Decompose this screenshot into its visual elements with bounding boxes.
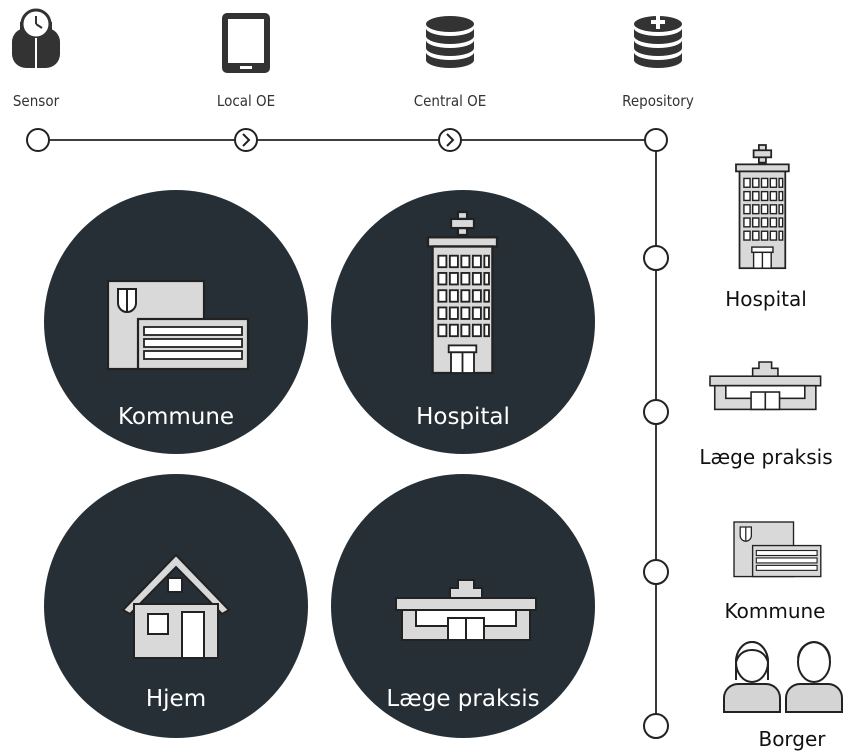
distribution-node-hospital — [643, 245, 669, 271]
pipeline-step-repository-label: Repository — [622, 92, 694, 110]
recipient-laege-praksis: Læge praksis — [699, 361, 833, 469]
pipeline-node-local-oe — [234, 128, 258, 152]
recipient-borger-label: Borger — [758, 727, 826, 751]
clinic-icon — [709, 361, 822, 411]
setting-hjem-label: Hjem — [146, 686, 206, 712]
setting-laege-praksis: Læge praksis — [331, 474, 595, 738]
tablet-icon — [222, 13, 270, 73]
citizens-icon — [723, 640, 843, 713]
setting-hjem: Hjem — [44, 474, 308, 738]
database-icon — [426, 16, 474, 68]
recipient-borger: Borger — [723, 640, 843, 751]
pipeline-node-sensor — [26, 128, 50, 152]
pipeline-step-local-oe-label: Local OE — [217, 92, 275, 110]
house-icon — [121, 553, 231, 659]
recipient-kommune: Kommune — [725, 521, 826, 623]
hospital-icon — [735, 144, 790, 270]
pipeline-node-central-oe — [438, 128, 462, 152]
distribution-node-laege-praksis — [643, 399, 669, 425]
scale-icon — [12, 8, 60, 70]
setting-kommune: Kommune — [44, 190, 308, 454]
setting-hospital-label: Hospital — [416, 404, 510, 430]
recipient-hospital-label: Hospital — [725, 287, 807, 311]
setting-laege-praksis-label: Læge praksis — [386, 686, 539, 712]
database-plus-icon — [634, 15, 682, 68]
recipient-hospital: Hospital — [725, 144, 807, 311]
municipality-building-icon — [733, 521, 822, 578]
pipeline-step-sensor-label: Sensor — [13, 92, 60, 110]
distribution-node-borger — [643, 713, 669, 739]
distribution-node-kommune — [643, 559, 669, 585]
setting-hospital: Hospital — [331, 190, 595, 454]
recipient-laege-praksis-label: Læge praksis — [699, 445, 832, 469]
pipeline-step-central-oe-label: Central OE — [414, 92, 487, 110]
pipeline-node-repository — [644, 128, 668, 152]
recipient-kommune-label: Kommune — [725, 599, 826, 623]
setting-kommune-label: Kommune — [118, 404, 234, 430]
